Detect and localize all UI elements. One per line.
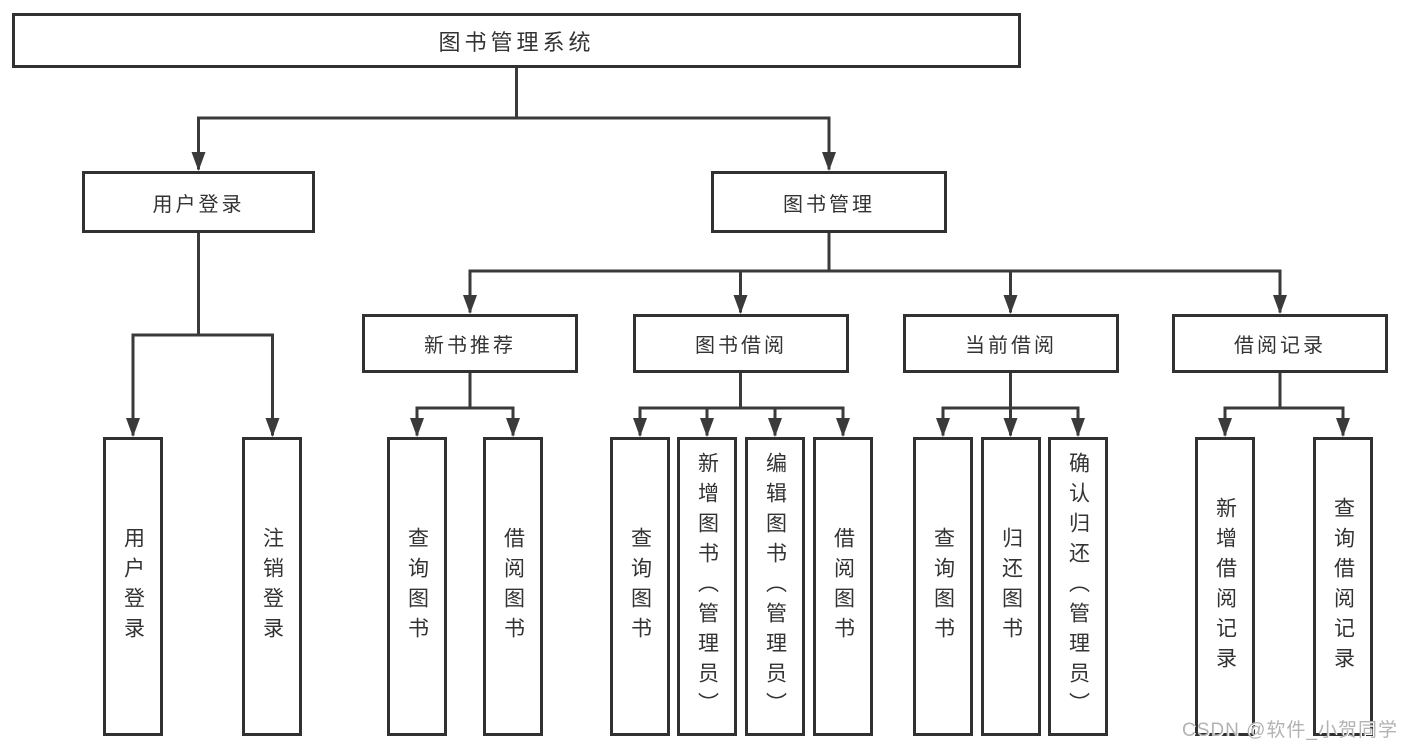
csdn-watermark: CSDN @软件_小贺同学 [1182, 720, 1398, 741]
node-current-borrow: 当前借阅 [903, 314, 1119, 373]
node-new-book-recommend: 新书推荐 [362, 314, 578, 373]
connector-book-mgmt-to-level3 [468, 231, 1282, 313]
node-leaf-cb-return-books: 归还图书 [981, 437, 1041, 736]
connector-root-to-level2 [197, 66, 831, 170]
node-leaf-cb-confirm-return-admin: 确认归还（管理员） [1048, 437, 1108, 736]
node-leaf-bb-add-books-admin: 新增图书（管理员） [677, 437, 737, 736]
arrowheads [126, 152, 1350, 437]
node-user-login: 用户登录 [82, 171, 315, 233]
node-leaf-bb-edit-books-admin: 编辑图书（管理员） [745, 437, 805, 736]
node-leaf-br-add-record: 新增借阅记录 [1195, 437, 1255, 736]
node-book-borrow: 图书借阅 [633, 314, 849, 373]
node-leaf-logout: 注销登录 [242, 437, 302, 736]
node-leaf-nb-borrow-books: 借阅图书 [483, 437, 543, 736]
node-leaf-br-query-record: 查询借阅记录 [1313, 437, 1373, 736]
node-leaf-bb-borrow-books: 借阅图书 [813, 437, 873, 736]
connector-user-login-to-leaves [131, 231, 274, 436]
node-leaf-user-login: 用户登录 [103, 437, 163, 736]
node-borrow-records: 借阅记录 [1172, 314, 1388, 373]
connector-borrow-records [1223, 371, 1345, 436]
node-book-management: 图书管理 [711, 171, 947, 233]
node-leaf-bb-query-books: 查询图书 [610, 437, 670, 736]
connector-new-book-recommend [415, 371, 515, 436]
node-leaf-cb-query-books: 查询图书 [913, 437, 973, 736]
connector-book-borrow [638, 371, 845, 436]
node-root-system: 图书管理系统 [12, 13, 1021, 68]
node-leaf-nb-query-books: 查询图书 [387, 437, 447, 736]
